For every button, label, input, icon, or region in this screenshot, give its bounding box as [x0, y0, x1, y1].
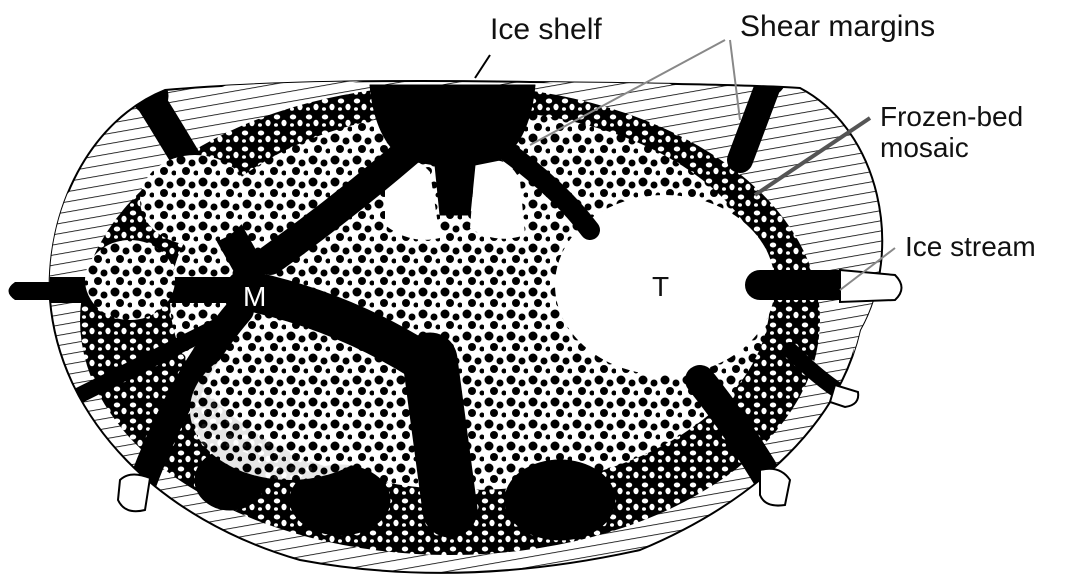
frozen-bed-label-line1: Frozen-bed: [880, 102, 1060, 133]
ice-sheet-body: [5, 60, 902, 581]
region-m-label: M: [243, 282, 266, 313]
region-t-label: T: [652, 272, 669, 303]
frozen-bed-mosaic-label: Frozen-bed mosaic: [880, 102, 1060, 164]
frozen-bed-label-line2: mosaic: [880, 133, 1060, 164]
ice-stream-label: Ice stream: [905, 232, 1036, 263]
ice-shelf-leader: [475, 55, 490, 78]
shear-margins-label: Shear margins: [740, 10, 935, 43]
ice-shelf-label: Ice shelf: [490, 13, 602, 46]
